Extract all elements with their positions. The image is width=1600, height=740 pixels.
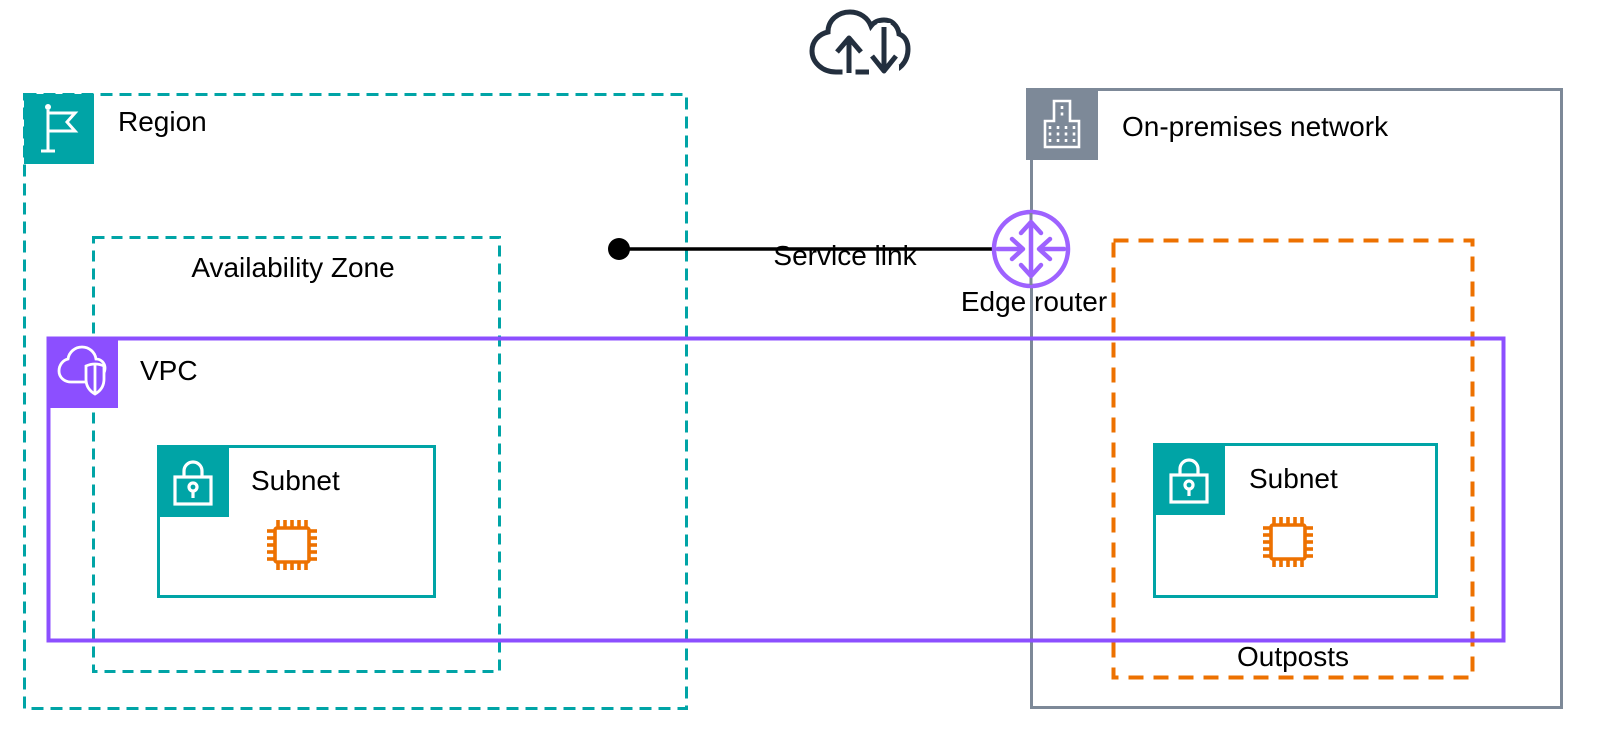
lock-icon (157, 445, 229, 517)
on-premises-label: On-premises network (1122, 111, 1389, 142)
subnet-outposts-label: Subnet (1249, 463, 1338, 494)
lock-icon (1153, 443, 1225, 515)
region-boundary (23, 93, 688, 710)
chip-icon (1263, 517, 1313, 567)
vpc-boundary (46, 336, 1506, 643)
outposts-boundary (1111, 238, 1475, 680)
on-premises-boundary (1030, 88, 1563, 709)
availability-zone-boundary (92, 236, 501, 673)
region-label: Region (118, 106, 207, 137)
chip-icon (267, 520, 317, 570)
router-icon (991, 209, 1071, 289)
vpc-label: VPC (140, 355, 198, 386)
availability-zone-label: Availability Zone (191, 252, 395, 283)
cloud-arrows-icon (809, 9, 911, 80)
service-link-label: Service link (773, 240, 917, 271)
service-link-endpoint-dot (608, 238, 630, 260)
subnet-outposts-box (1153, 443, 1438, 598)
outposts-label: Outposts (1236, 641, 1350, 672)
edge-router-label: Edge router (960, 286, 1108, 317)
subnet-az-label: Subnet (251, 465, 340, 496)
cloud-shield-icon (48, 338, 118, 408)
building-icon (1026, 88, 1098, 160)
subnet-az-box (157, 445, 436, 598)
flag-icon (24, 94, 94, 164)
